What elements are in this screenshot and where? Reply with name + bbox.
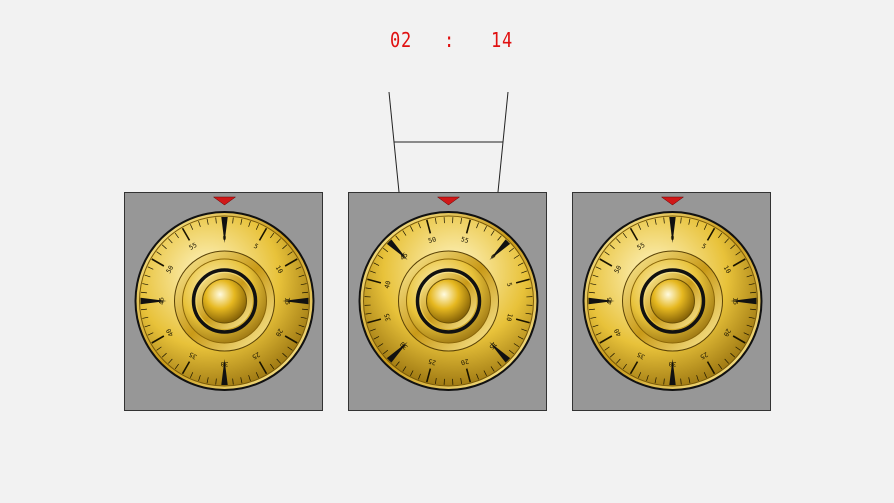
dial-panel-left[interactable]: 0 5 10 15 20 25 30 35 40 45 50 55	[124, 192, 323, 411]
dial-number-label: 20	[274, 327, 285, 338]
timer-seconds: 14	[490, 28, 514, 52]
dial-number-label: 55	[188, 241, 199, 252]
dial-knob[interactable]	[650, 278, 695, 324]
dial-number-label: 45	[606, 297, 614, 305]
dial-number-label: 45	[398, 251, 409, 262]
dial-number-label: 15	[284, 297, 292, 305]
dial-number-label: 5	[252, 242, 259, 251]
dial-number-label: 0	[223, 234, 227, 242]
dial-number-label: 30	[221, 360, 229, 368]
dial-number-label: 10	[504, 312, 514, 322]
combination-dial-left[interactable]: 0 5 10 15 20 25 30 35 40 45 50 55	[125, 193, 324, 412]
dial-number-label: 25	[251, 350, 262, 361]
dial-number-label: 50	[613, 264, 624, 275]
combination-dial-right[interactable]: 0 5 10 15 20 25 30 35 40 45 50 55	[573, 193, 772, 412]
dial-number-label: 10	[274, 264, 285, 275]
selector-bracket	[388, 91, 509, 193]
dial-number-label: 0	[489, 252, 497, 260]
timer-separator: :	[443, 28, 456, 52]
combination-dial-center[interactable]: 0 5 10 15 20 25 30 35 40 45 50 55	[349, 193, 548, 412]
dial-knob[interactable]	[426, 278, 471, 324]
dial-number-label: 40	[164, 327, 175, 338]
dial-number-label: 20	[460, 357, 470, 367]
dial-number-label: 40	[612, 327, 623, 338]
dial-number-label: 35	[188, 350, 199, 361]
dial-number-label: 20	[722, 327, 733, 338]
dial-number-label: 30	[669, 360, 677, 368]
dial-number-label: 55	[636, 241, 647, 252]
dial-number-label: 50	[427, 235, 437, 245]
dial-number-label: 25	[427, 357, 437, 367]
dial-number-label: 40	[383, 280, 393, 290]
dial-pointer-icon	[436, 196, 461, 206]
dial-knob[interactable]	[202, 278, 247, 324]
dial-number-label: 35	[636, 350, 647, 361]
dial-number-label: 0	[671, 234, 675, 242]
dial-number-label: 10	[722, 264, 733, 275]
dial-number-label: 45	[158, 297, 166, 305]
dial-number-label: 5	[505, 282, 514, 288]
dial-panel-center[interactable]: 0 5 10 15 20 25 30 35 40 45 50 55	[348, 192, 547, 411]
dial-number-label: 50	[165, 264, 176, 275]
dial-pointer-icon	[660, 196, 685, 206]
dial-pointer-icon	[212, 196, 237, 206]
dial-number-label: 30	[398, 340, 409, 351]
countdown-timer: 02 : 14	[0, 28, 894, 58]
dial-panel-right[interactable]: 0 5 10 15 20 25 30 35 40 45 50 55	[572, 192, 771, 411]
dial-number-label: 5	[700, 242, 707, 251]
dial-number-label: 35	[383, 312, 393, 322]
dial-number-label: 15	[487, 340, 498, 351]
dial-number-label: 25	[699, 350, 710, 361]
timer-minutes: 02	[389, 28, 413, 52]
dial-number-label: 55	[460, 235, 470, 245]
dial-number-label: 15	[732, 297, 740, 305]
